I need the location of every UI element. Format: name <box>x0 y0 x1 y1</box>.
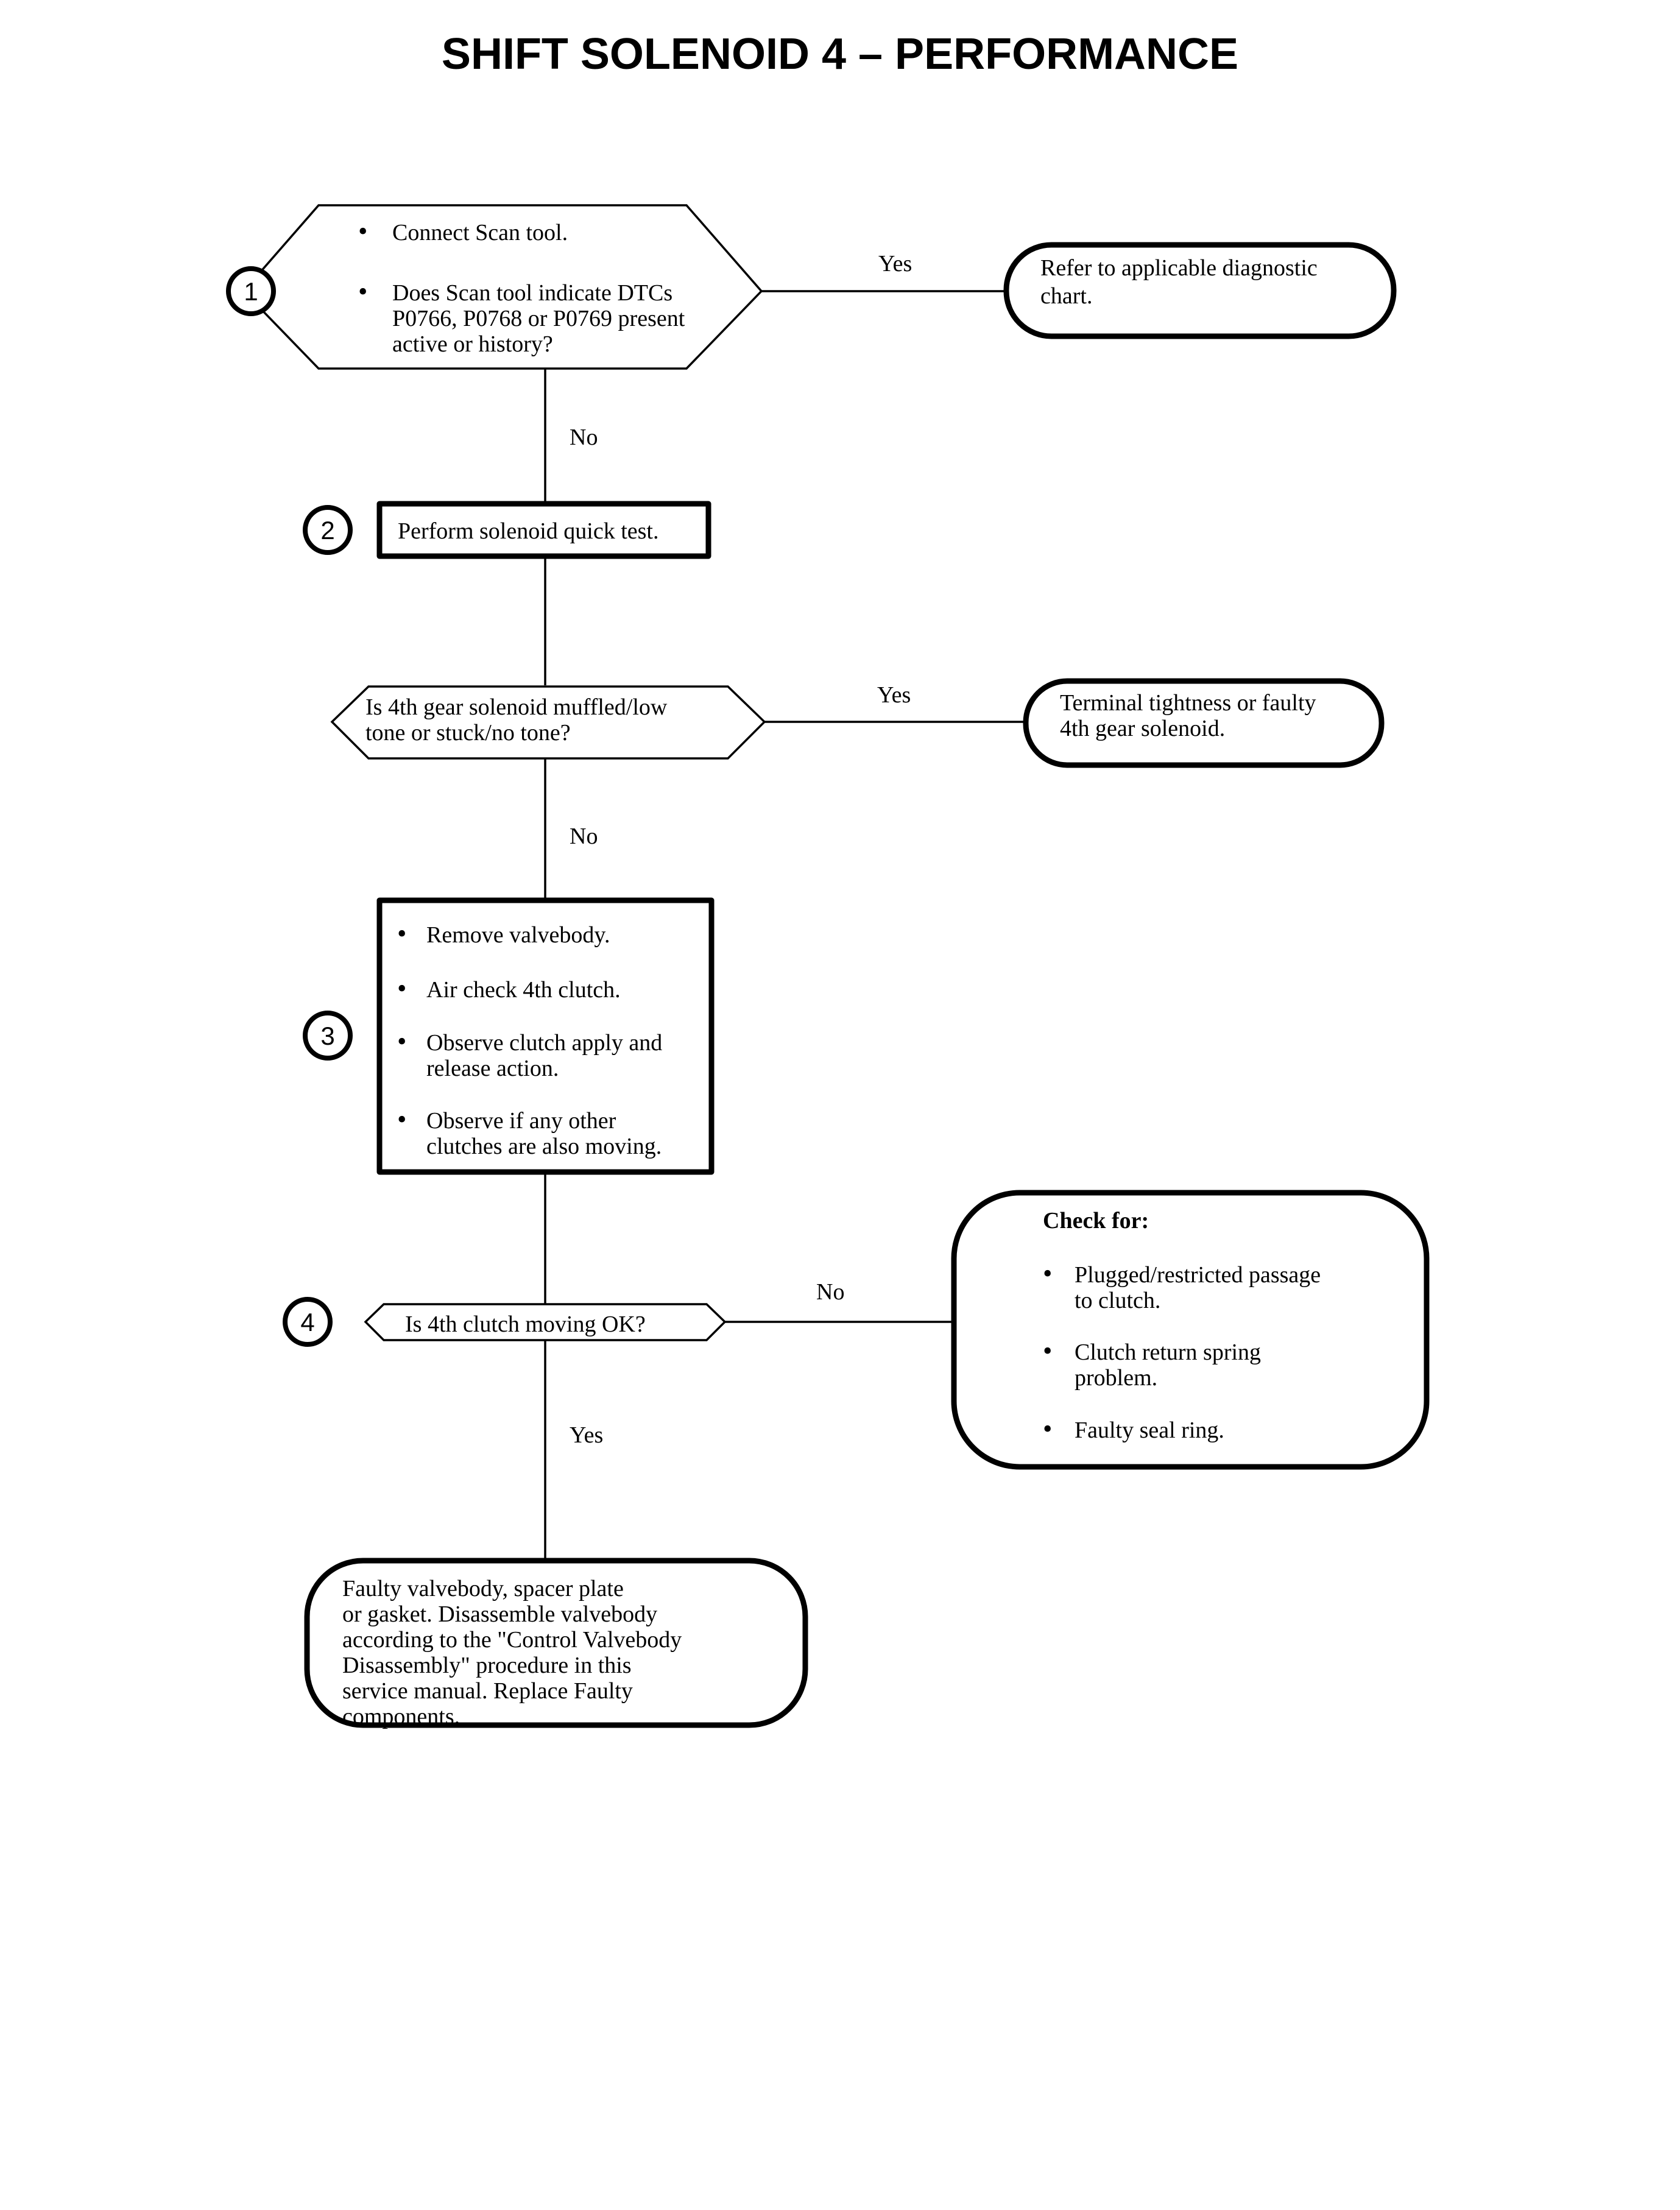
edge-label-yes-decision2: Yes <box>877 682 911 708</box>
step-badge-3-circle <box>303 1011 353 1061</box>
step1-line-3: P0766, P0768 or P0769 present <box>392 306 685 331</box>
result3-bullet-1-icon: • <box>1043 1259 1052 1288</box>
step-badge-4-circle <box>283 1297 333 1347</box>
node-result1[interactable]: Refer to applicable diagnostic chart. <box>1003 242 1397 339</box>
result3-line-1: Plugged/restricted passage <box>1075 1262 1321 1288</box>
result4-line-1: Faulty valvebody, spacer plate <box>342 1576 624 1601</box>
edge-label-no-decision2: No <box>570 824 598 849</box>
step3-bullet-3-icon: • <box>397 1026 406 1056</box>
step4-hexagon-shape <box>364 1303 727 1341</box>
result3-terminator-shape <box>951 1190 1430 1470</box>
step-badge-1-number: 1 <box>244 277 258 306</box>
node-result3[interactable]: Check for: • Plugged/restricted passage … <box>951 1190 1430 1470</box>
step3-line-2: Air check 4th clutch. <box>426 977 621 1003</box>
step-badge-1: 1 <box>226 266 276 316</box>
step1-line-1: Connect Scan tool. <box>392 220 568 245</box>
node-result2[interactable]: Terminal tightness or faulty 4th gear so… <box>1023 678 1385 768</box>
result3-bullet-3-icon: • <box>1043 1414 1052 1444</box>
step4-line-1: Is 4th clutch moving OK? <box>405 1312 646 1337</box>
edge-label-yes-step1: Yes <box>878 251 912 277</box>
result2-line-2: 4th gear solenoid. <box>1060 716 1225 741</box>
step-badge-2-number: 2 <box>320 516 334 545</box>
step3-bullet-2-icon: • <box>397 973 406 1003</box>
step3-line-1: Remove valvebody. <box>426 922 610 948</box>
result3-line-4: problem. <box>1075 1365 1157 1391</box>
result3-line-3: Clutch return spring <box>1075 1340 1261 1365</box>
result4-line-2: or gasket. Disassemble valvebody <box>342 1601 657 1627</box>
step1-line-4: active or history? <box>392 331 553 357</box>
result4-line-4: Disassembly" procedure in this <box>342 1653 632 1678</box>
step-badge-3: 3 <box>303 1011 353 1061</box>
step3-bullet-4-icon: • <box>397 1104 406 1134</box>
step2-box-shape <box>376 501 711 559</box>
step-badge-4: 4 <box>283 1297 333 1347</box>
result4-terminator-shape <box>304 1558 808 1728</box>
result3-heading: Check for: <box>1043 1208 1149 1234</box>
step-badge-2-circle <box>303 505 353 555</box>
result1-line-1: Refer to applicable diagnostic <box>1040 255 1318 281</box>
step-badge-3-number: 3 <box>320 1022 334 1050</box>
result4-line-3: according to the "Control Valvebody <box>342 1627 682 1653</box>
result3-line-5: Faulty seal ring. <box>1075 1417 1224 1443</box>
edge-label-no-step4: No <box>816 1279 844 1305</box>
step2-line-1: Perform solenoid quick test. <box>398 518 658 544</box>
result2-terminator-shape <box>1023 678 1385 768</box>
result4-line-5: service manual. Replace Faulty <box>342 1678 633 1704</box>
decision2-line-2: tone or stuck/no tone? <box>365 720 571 746</box>
node-result4[interactable]: Faulty valvebody, spacer plate or gasket… <box>304 1558 808 1729</box>
step3-line-5: Observe if any other <box>426 1108 616 1134</box>
node-step3[interactable]: • Remove valvebody. • Air check 4th clut… <box>376 897 715 1175</box>
result2-line-1: Terminal tightness or faulty <box>1060 690 1316 716</box>
result1-line-2: chart. <box>1040 283 1092 309</box>
step1-bullet-2-icon: • <box>358 277 367 306</box>
step-badge-1-circle <box>226 266 276 316</box>
result1-terminator-shape <box>1003 242 1397 339</box>
step3-line-3: Observe clutch apply and <box>426 1030 662 1056</box>
edge-label-yes-step4: Yes <box>570 1422 603 1448</box>
node-step2[interactable]: Perform solenoid quick test. <box>376 501 711 559</box>
node-step4[interactable]: Is 4th clutch moving OK? <box>364 1303 727 1341</box>
page-title: SHIFT SOLENOID 4 – PERFORMANCE <box>441 30 1239 79</box>
step3-line-6: clutches are also moving. <box>426 1134 662 1159</box>
step-badge-4-number: 4 <box>300 1308 314 1336</box>
step3-bullet-1-icon: • <box>397 919 406 948</box>
edge-label-no-step1: No <box>570 425 598 450</box>
decision2-line-1: Is 4th gear solenoid muffled/low <box>365 694 668 720</box>
result4-line-6: components. <box>342 1704 460 1729</box>
step3-box-shape <box>376 897 715 1175</box>
node-step1[interactable]: • Connect Scan tool. • Does Scan tool in… <box>242 204 763 370</box>
result3-bullet-2-icon: • <box>1043 1336 1052 1366</box>
step1-bullet-1-icon: • <box>358 216 367 246</box>
step3-line-4: release action. <box>426 1056 559 1081</box>
result3-line-2: to clutch. <box>1075 1288 1160 1313</box>
node-decision2[interactable]: Is 4th gear solenoid muffled/low tone or… <box>330 685 766 760</box>
decision2-hexagon-shape <box>330 685 766 760</box>
step-badge-2: 2 <box>303 505 353 555</box>
step1-line-2: Does Scan tool indicate DTCs <box>392 280 672 306</box>
